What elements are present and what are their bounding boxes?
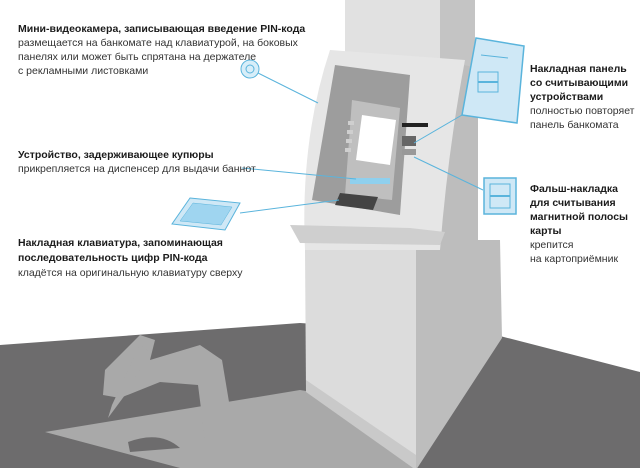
keypad-title-1: Накладная клавиатура, запоминающая <box>18 237 223 249</box>
panel-leader <box>413 114 463 144</box>
skimmer-desc-1: крепится <box>530 239 574 251</box>
camera-callout: Мини-видеокамера, записывающая введение … <box>18 22 305 78</box>
cash-trap-leader <box>241 167 357 180</box>
cash-trap-title: Устройство, задерживающее купюры <box>18 149 214 161</box>
cash-trap-desc: прикрепляется на диспенсер для выдачи ба… <box>18 163 256 175</box>
atm-side <box>416 60 502 468</box>
atm-tower-side <box>440 0 475 70</box>
shadow-hole <box>128 437 180 452</box>
atm-base-front <box>305 250 416 468</box>
screen-buttons <box>345 121 354 152</box>
panel-desc-2: панель банкомата <box>530 119 619 131</box>
camera-title: Мини-видеокамера, записывающая введение … <box>18 23 306 35</box>
camera-desc-1: размещается на банкомате над клавиатурой… <box>18 37 298 49</box>
panel-title-2: со считывающими <box>530 77 629 89</box>
atm-screen <box>356 115 396 165</box>
camera-icon <box>240 59 260 79</box>
keypad-title-2: последовательность цифр PIN-кода <box>18 252 208 264</box>
camera-desc-2: панелях или может быть спрятана на держа… <box>18 51 257 63</box>
panel-callout: Накладная панель со считывающими устройс… <box>530 62 635 132</box>
panel-desc-1: полностью повторяет <box>530 105 635 117</box>
card-reader-slot <box>402 149 416 155</box>
atm-shelf <box>290 225 445 245</box>
camera-leader <box>255 71 319 104</box>
skimmer-title-4: карты <box>530 225 562 237</box>
skimmer-title-3: магнитной полосы <box>530 211 629 223</box>
atm-keypad <box>335 193 378 210</box>
skimmer-callout: Фальш-накладка для считывания магнитной … <box>530 182 628 266</box>
cash-dispenser-overlay <box>350 178 390 184</box>
panel-overlay-icon <box>461 37 525 124</box>
atm-tower <box>345 0 440 62</box>
card-reader <box>402 136 416 146</box>
robber-shadow <box>103 335 255 465</box>
cash-trap-callout: Устройство, задерживающее купюры прикреп… <box>18 148 256 176</box>
skimmer-desc-2: на картоприёмник <box>530 253 619 265</box>
skimmer-leader <box>413 156 484 191</box>
panel-title-1: Накладная панель <box>530 63 627 75</box>
skimmer-title-1: Фальш-накладка <box>530 183 619 195</box>
skimmer-title-2: для считывания <box>530 197 616 209</box>
knife-shadow <box>108 345 150 418</box>
atm-base-plinth <box>306 380 416 468</box>
panel-title-3: устройствами <box>530 91 604 103</box>
keypad-callout: Накладная клавиатура, запоминающая после… <box>18 236 243 281</box>
camera-desc-3: с рекламными листовками <box>18 65 149 77</box>
keypad-leader <box>239 199 340 214</box>
receipt-slot <box>402 123 428 127</box>
keypad-desc: кладётся на оригинальную клавиатуру свер… <box>18 267 243 279</box>
keypad-overlay-icon <box>171 197 241 231</box>
skimmer-overlay-icon <box>483 177 517 215</box>
